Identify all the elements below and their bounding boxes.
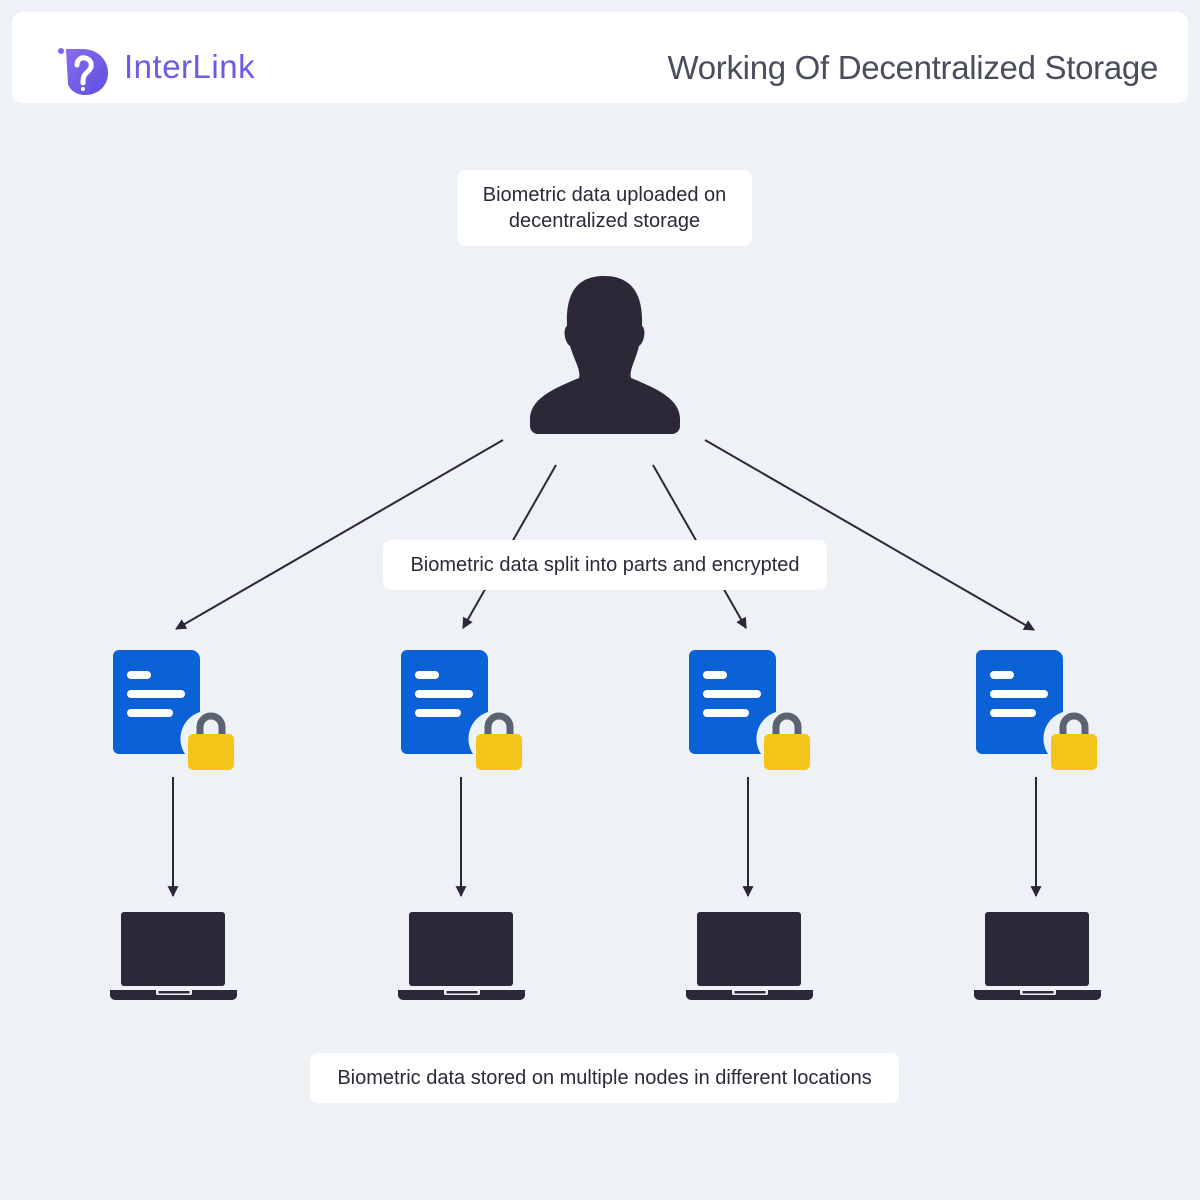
- step-split-label: Biometric data split into parts and encr…: [383, 540, 827, 590]
- user-silhouette-icon: [530, 276, 680, 434]
- encrypted-document-icon: [401, 650, 522, 770]
- arrow-to-fragment-1: [175, 439, 504, 630]
- laptop-icon: [398, 912, 525, 1000]
- page-title: Working Of Decentralized Storage: [667, 49, 1158, 86]
- interlink-logo-icon: [58, 48, 108, 95]
- arrow-to-fragment-4: [704, 439, 1035, 631]
- step-stored-label: Biometric data stored on multiple nodes …: [310, 1053, 899, 1103]
- split-arrows: [175, 439, 1035, 631]
- brand-name: InterLink: [124, 48, 256, 85]
- encrypted-document-icon: [689, 650, 810, 770]
- header-bar: InterLink Working Of Decentralized Stora…: [12, 12, 1188, 103]
- step-upload-label: Biometric data uploaded on decentralized…: [457, 170, 752, 246]
- encrypted-document-icon: [113, 650, 234, 770]
- laptop-icon: [974, 912, 1101, 1000]
- store-arrows: [167, 777, 1042, 898]
- encrypted-document-icon: [976, 650, 1097, 770]
- laptop-icon: [686, 912, 813, 1000]
- laptop-icon: [110, 912, 237, 1000]
